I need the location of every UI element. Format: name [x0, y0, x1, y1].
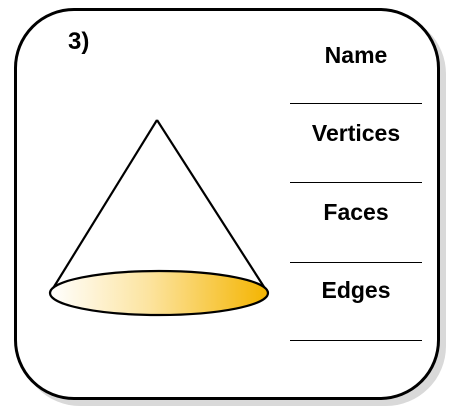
cone-left-edge: [51, 119, 158, 291]
answer-line-name[interactable]: [290, 103, 422, 104]
question-card: [14, 8, 440, 400]
answer-line-edges[interactable]: [290, 340, 422, 341]
field-label-edges: Edges: [321, 277, 391, 303]
question-number: 3): [68, 28, 90, 55]
field-label-vertices: Vertices: [311, 120, 401, 146]
cone-base: [48, 269, 270, 317]
answer-line-faces[interactable]: [290, 262, 422, 263]
field-label-faces: Faces: [323, 199, 389, 225]
answer-line-vertices[interactable]: [290, 182, 422, 183]
field-label-name: Name: [324, 42, 388, 68]
cone-right-edge: [156, 119, 267, 291]
